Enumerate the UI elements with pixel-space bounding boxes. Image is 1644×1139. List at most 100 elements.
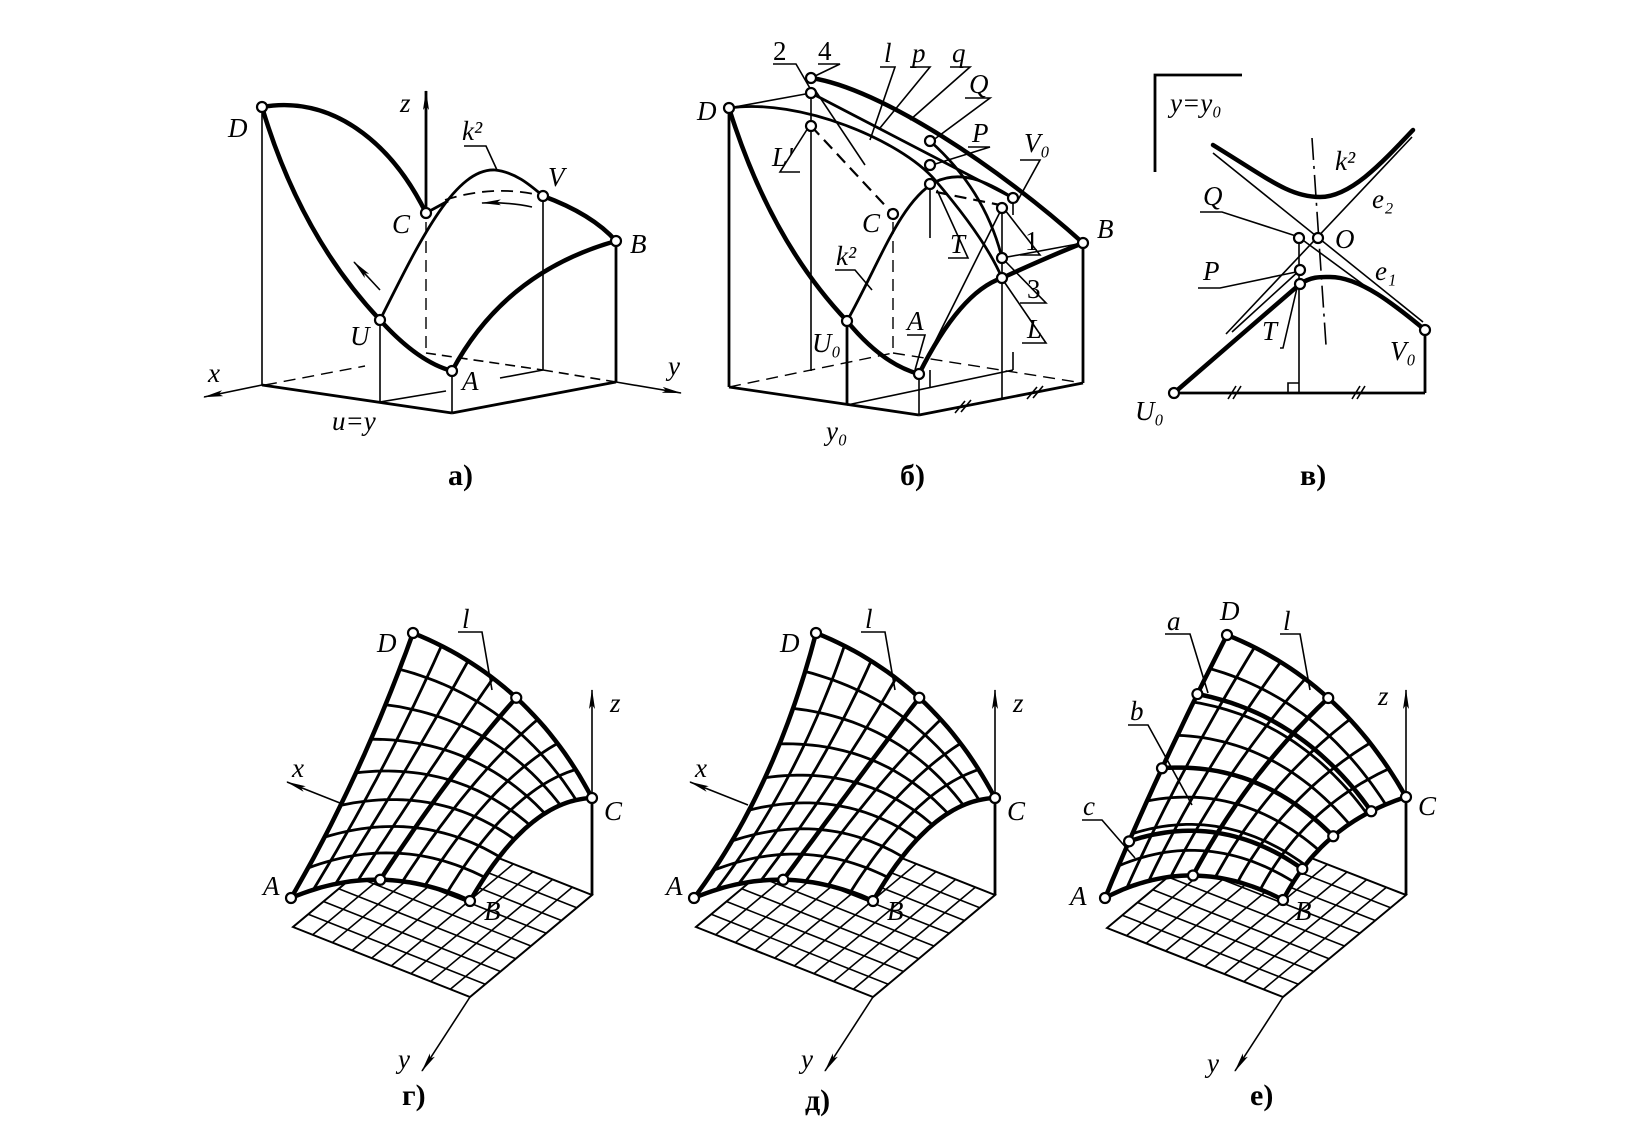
- point-P: [1293, 263, 1307, 277]
- label-Q: Q: [969, 69, 989, 99]
- point-O: [1311, 231, 1325, 245]
- label-a: a: [1167, 606, 1181, 636]
- surface-point: [988, 791, 1002, 805]
- y-axis: [615, 381, 682, 394]
- right-angle-mark: [1287, 382, 1299, 393]
- leader-lines: [773, 63, 1048, 371]
- point-V: [536, 189, 550, 203]
- point-L: [995, 271, 1009, 285]
- panel-e: a D l z b C c A B y е): [1068, 596, 1437, 1112]
- floor-grid-line: [756, 875, 935, 947]
- point-T: [923, 177, 937, 191]
- caption-e: е): [1250, 1079, 1273, 1112]
- section-curve: [1195, 691, 1374, 814]
- caption-b: б): [900, 459, 925, 492]
- curve-CV-dashed: [444, 189, 544, 201]
- floor-grid-line: [710, 913, 889, 985]
- caption-v: в): [1300, 459, 1326, 492]
- point-A: [445, 364, 459, 378]
- panel-g: D l z x C A B y г): [261, 604, 623, 1112]
- label-U0: U₀: [1135, 396, 1164, 426]
- surface-point: [284, 891, 298, 905]
- panel-a: D z k² C V B U x y A u=y а): [203, 88, 682, 492]
- y-axis: [824, 996, 874, 1072]
- point-3: [995, 251, 1009, 265]
- label-L: L: [1026, 314, 1042, 344]
- surface-point: [1191, 687, 1204, 701]
- surface-point: [1186, 869, 1200, 882]
- direction-arrow: [481, 199, 533, 208]
- label-V0: V₀: [1390, 336, 1416, 366]
- boundary-AD: [691, 630, 819, 901]
- label-L-prime: L': [771, 142, 794, 172]
- surface-point: [1155, 762, 1169, 775]
- surface-point: [687, 891, 701, 905]
- label-B: B: [630, 229, 647, 259]
- label-B: B: [887, 896, 904, 926]
- label-T: T: [950, 229, 967, 259]
- curve-VB: [540, 193, 619, 244]
- label-D: D: [696, 96, 717, 126]
- label-b: b: [1130, 696, 1144, 726]
- label-z: z: [1377, 681, 1389, 711]
- label-B: B: [1097, 214, 1114, 244]
- surface-mesh: [284, 626, 599, 1072]
- panel-a-projections: [261, 107, 618, 415]
- boundary-BC: [467, 795, 595, 904]
- surface-point: [463, 894, 477, 908]
- mesh-line-u: [804, 718, 942, 883]
- label-y: y: [395, 1044, 410, 1074]
- label-p: p: [910, 38, 926, 68]
- curve-DU: [259, 104, 383, 323]
- curve-l: [378, 695, 519, 883]
- label-u-eq-y: u=y: [332, 406, 376, 436]
- surface-point: [866, 894, 880, 908]
- floor-grid-line: [1152, 889, 1330, 960]
- boundary-AD: [288, 630, 416, 901]
- label-k2: k²: [462, 116, 483, 146]
- label-z: z: [609, 688, 621, 718]
- surface-point: [777, 873, 790, 886]
- point-2: [804, 86, 818, 100]
- mesh-line-u: [401, 718, 539, 883]
- surface-mesh: [1098, 628, 1413, 1072]
- caption-a: а): [448, 459, 473, 492]
- section-curve: [1126, 828, 1305, 872]
- surface-point: [510, 691, 523, 704]
- direction-arrow: [353, 261, 381, 291]
- label-C: C: [1007, 796, 1026, 826]
- point-Q: [1292, 231, 1306, 245]
- point-D: [722, 101, 736, 115]
- label-B: B: [1295, 896, 1312, 926]
- label-e1: e₁: [1375, 256, 1396, 286]
- floor-grid-line: [726, 900, 904, 973]
- label-y: y: [798, 1044, 813, 1074]
- mesh-line-u: [423, 742, 559, 887]
- point-B: [609, 234, 623, 248]
- point-V0: [1006, 191, 1020, 205]
- curve-DC: [259, 102, 429, 216]
- label-C: C: [604, 796, 623, 826]
- point-A: [912, 367, 926, 381]
- point-U: [373, 313, 387, 327]
- point-D: [255, 100, 269, 114]
- label-z: z: [1012, 688, 1024, 718]
- caption-d: д): [805, 1084, 830, 1117]
- panel-d: D l z x C A B y д): [664, 604, 1026, 1117]
- label-x: x: [694, 753, 707, 783]
- label-O: O: [1335, 224, 1355, 254]
- hyperbola-lower: [1171, 274, 1428, 396]
- label-A: A: [261, 871, 280, 901]
- surface-point: [1365, 805, 1378, 818]
- label-C: C: [862, 208, 881, 238]
- label-l: l: [865, 604, 873, 634]
- label-D: D: [779, 628, 800, 658]
- label-l: l: [1283, 606, 1291, 636]
- floor-grid-line: [323, 900, 501, 973]
- surface-point: [1296, 862, 1309, 876]
- boundary-BC: [870, 795, 998, 904]
- label-z: z: [399, 88, 411, 118]
- label-1: 1: [1025, 226, 1039, 256]
- curve-4-B: [808, 75, 1086, 246]
